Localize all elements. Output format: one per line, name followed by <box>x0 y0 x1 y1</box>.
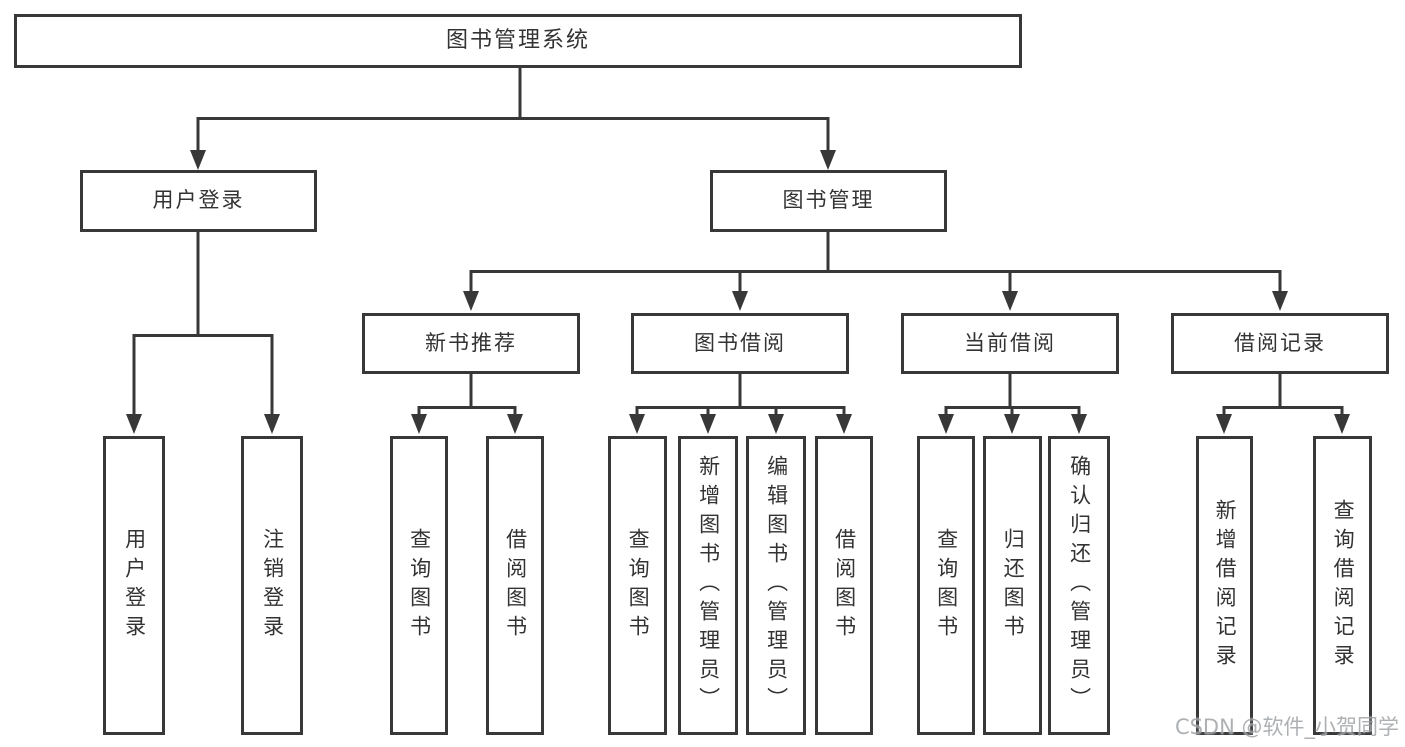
leaf-edit-books-admin: 编辑图书（管理员） <box>746 436 806 735</box>
edge-root-stems <box>196 117 830 154</box>
edge-bookmgmt-stems <box>469 270 1282 296</box>
leaf-user-login: 用户登录 <box>103 436 165 735</box>
node-label: 查询图书 <box>407 527 432 644</box>
leaf-borrow-books-recommend: 借阅图书 <box>486 436 544 735</box>
arrowheads <box>126 150 1350 434</box>
leaf-query-borrow-record: 查询借阅记录 <box>1313 436 1372 735</box>
node-label: 查询借阅记录 <box>1331 498 1356 673</box>
edge-newbook-distributor <box>419 374 515 409</box>
node-label: 新增图书（管理员） <box>696 455 721 716</box>
leaf-query-books-current: 查询图书 <box>917 436 975 735</box>
node-label: 注销登录 <box>260 527 285 644</box>
node-label: 用户登录 <box>152 188 245 213</box>
edge-userlogin-stems <box>132 334 274 418</box>
edge-current-distributor <box>946 374 1079 409</box>
node-label: 借阅图书 <box>503 527 528 644</box>
node-label: 当前借阅 <box>964 330 1056 355</box>
node-label: 图书管理系统 <box>445 27 590 53</box>
csdn-watermark: CSDN @软件_小贺同学 <box>1174 715 1399 739</box>
node-new-book-recommendation: 新书推荐 <box>362 313 580 374</box>
node-label: 新书推荐 <box>425 330 517 355</box>
node-label: 归还图书 <box>1001 527 1026 644</box>
edge-bookmgmt-distributor <box>471 232 1280 273</box>
leaf-add-books-admin: 新增图书（管理员） <box>678 436 738 735</box>
node-user-login: 用户登录 <box>80 170 317 232</box>
leaf-query-books-recommend: 查询图书 <box>390 436 448 735</box>
edge-strokes <box>132 68 1344 418</box>
node-borrowing-records: 借阅记录 <box>1171 313 1389 374</box>
node-label: 编辑图书（管理员） <box>764 455 789 716</box>
node-current-borrowing: 当前借阅 <box>901 313 1119 374</box>
leaf-borrow-books: 借阅图书 <box>815 436 873 735</box>
node-label: 借阅图书 <box>832 527 857 644</box>
node-label: 新增借阅记录 <box>1213 498 1238 673</box>
leaf-return-books: 归还图书 <box>983 436 1042 735</box>
edge-userlogin-distributor <box>134 232 272 337</box>
node-label: 用户登录 <box>122 527 147 644</box>
leaf-confirm-return-admin: 确认归还（管理员） <box>1048 436 1110 735</box>
node-label: 查询图书 <box>626 527 651 644</box>
node-label: 借阅记录 <box>1234 330 1326 355</box>
leaf-add-borrow-record: 新增借阅记录 <box>1196 436 1253 735</box>
node-label: 图书管理 <box>782 188 875 213</box>
edge-records-distributor <box>1224 374 1342 409</box>
node-library-management-system: 图书管理系统 <box>14 14 1022 68</box>
node-label: 图书借阅 <box>694 330 786 355</box>
edge-root-distributor <box>198 68 828 120</box>
edge-borrow-distributor <box>637 374 844 409</box>
node-book-borrowing: 图书借阅 <box>631 313 849 374</box>
node-book-management: 图书管理 <box>710 170 947 232</box>
leaf-query-books-borrow: 查询图书 <box>608 436 667 735</box>
edge-borrow-stems <box>635 406 846 418</box>
node-label: 查询图书 <box>934 527 959 644</box>
leaf-logout: 注销登录 <box>241 436 303 735</box>
node-label: 确认归还（管理员） <box>1067 455 1092 716</box>
